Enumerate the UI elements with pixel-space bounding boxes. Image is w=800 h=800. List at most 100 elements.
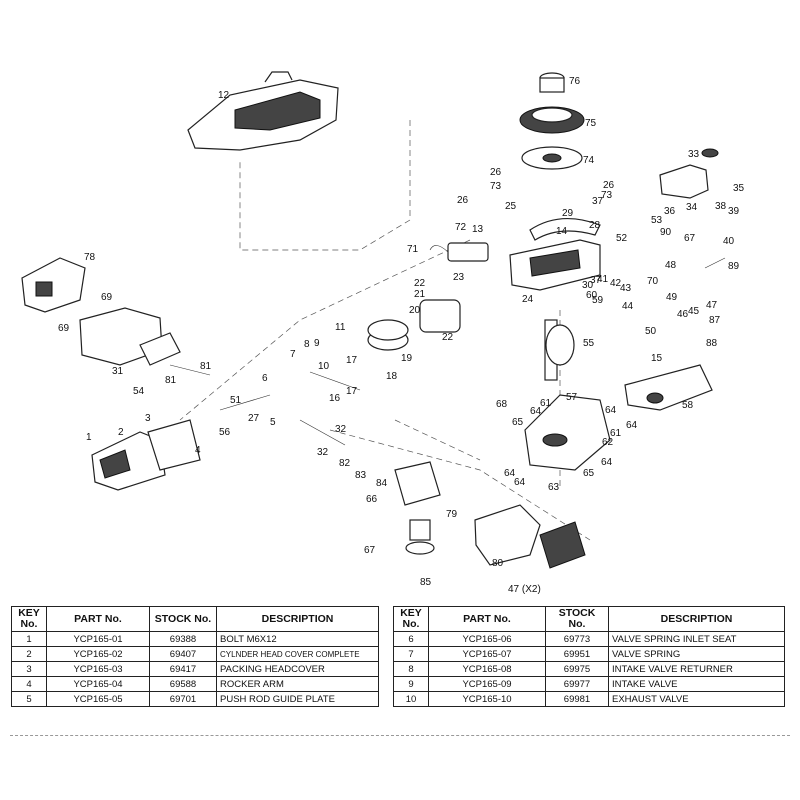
callout-21: 21: [414, 289, 426, 300]
cell-key: 3: [11, 661, 47, 677]
header-key: KEY No.: [11, 606, 47, 632]
callout-22b: 22: [442, 332, 454, 343]
callout-53: 53: [651, 215, 663, 226]
cell-stock: 69407: [149, 646, 217, 662]
callout-33: 33: [688, 149, 700, 160]
callout-26b: 26: [457, 195, 469, 206]
callout-47-x2: 47 (X2): [508, 584, 541, 595]
callout-12: 12: [218, 90, 230, 101]
callout-83: 83: [355, 470, 367, 481]
cell-stock: 69981: [545, 691, 609, 707]
cell-part: YCP165-06: [428, 631, 546, 647]
table-row: 5 YCP165-05 69701 PUSH ROD GUIDE PLATE: [11, 691, 379, 707]
page-divider: [10, 735, 790, 736]
callout-69: 69: [101, 292, 113, 303]
callout-17b: 17: [346, 386, 358, 397]
callout-18: 18: [386, 371, 398, 382]
callout-1: 1: [86, 432, 92, 443]
callout-70: 70: [647, 276, 659, 287]
callout-65: 65: [512, 417, 524, 428]
callout-19: 19: [401, 353, 413, 364]
callout-15: 15: [651, 353, 663, 364]
callout-26c: 26: [603, 180, 615, 191]
cell-part: YCP165-08: [428, 661, 546, 677]
cell-description: VALVE SPRING: [608, 646, 785, 662]
callout-29: 29: [562, 208, 574, 219]
callout-59: 59: [592, 295, 604, 306]
callout-87: 87: [709, 315, 721, 326]
callout-75: 75: [585, 118, 597, 129]
callout-32: 32: [317, 447, 329, 458]
callout-64b: 64: [605, 405, 617, 416]
cell-key: 8: [393, 661, 429, 677]
callout-42: 42: [610, 278, 622, 289]
callout-16: 16: [329, 393, 341, 404]
callout-40: 40: [723, 236, 735, 247]
table-row: 9 YCP165-09 69977 INTAKE VALVE: [393, 676, 785, 692]
parts-table-left: KEY No. PART No. STOCK No. DESCRIPTION 1…: [11, 606, 379, 707]
cell-stock: 69701: [149, 691, 217, 707]
callout-71: 71: [407, 244, 419, 255]
callout-28: 28: [589, 220, 601, 231]
recoil-starter-cover: [187, 71, 339, 151]
callout-26: 26: [490, 167, 502, 178]
header-stock: STOCK No.: [545, 606, 609, 632]
callout-48: 48: [665, 260, 677, 271]
cell-description: VALVE SPRING INLET SEAT: [608, 631, 785, 647]
callout-41: 41: [597, 274, 609, 285]
cell-description: PACKING HEADCOVER: [216, 661, 379, 677]
callout-80: 80: [492, 558, 504, 569]
table-row: 1 YCP165-01 69388 BOLT M6X12: [11, 631, 379, 647]
cell-description: BOLT M6X12: [216, 631, 379, 647]
cell-stock: 69951: [545, 646, 609, 662]
callout-9: 9: [314, 338, 320, 349]
callout-47: 47: [706, 300, 718, 311]
callout-66: 66: [366, 494, 378, 505]
callout-54: 54: [133, 386, 145, 397]
callout-73: 73: [490, 181, 502, 192]
cylinder-head-cover: [91, 419, 201, 491]
callout-7: 7: [290, 349, 296, 360]
cell-description: INTAKE VALVE RETURNER: [608, 661, 785, 677]
table-row: 10 YCP165-10 69981 EXHAUST VALVE: [393, 691, 785, 707]
cell-description: INTAKE VALVE: [608, 676, 785, 692]
muffler: [474, 504, 586, 569]
callout-74: 74: [583, 155, 595, 166]
callout-61b: 61: [610, 428, 622, 439]
callout-76: 76: [569, 76, 581, 87]
callout-25: 25: [505, 201, 517, 212]
header-part: PART No.: [46, 606, 150, 632]
callout-84: 84: [376, 478, 388, 489]
cell-description: EXHAUST VALVE: [608, 691, 785, 707]
callout-68: 68: [496, 399, 508, 410]
carburetor: [394, 461, 441, 555]
cell-stock: 69388: [149, 631, 217, 647]
callout-90: 90: [660, 227, 672, 238]
callout-3: 3: [145, 413, 151, 424]
callout-82: 82: [339, 458, 351, 469]
callout-64c: 64: [626, 420, 638, 431]
callout-79: 79: [446, 509, 458, 520]
callout-44: 44: [622, 301, 634, 312]
callout-89: 89: [728, 261, 740, 272]
callout-61: 61: [540, 398, 552, 409]
cell-key: 4: [11, 676, 47, 692]
callout-85: 85: [420, 577, 432, 588]
header-description: DESCRIPTION: [216, 606, 379, 632]
crankcase-cover: [524, 394, 611, 471]
callout-8: 8: [304, 339, 310, 350]
callout-32b: 32: [335, 424, 347, 435]
callout-36: 36: [664, 206, 676, 217]
piston-assembly: [367, 299, 461, 351]
fuel-tank: [659, 148, 719, 199]
callout-22: 22: [414, 278, 426, 289]
callout-78: 78: [84, 252, 96, 263]
cell-description: PUSH ROD GUIDE PLATE: [216, 691, 379, 707]
callout-67b: 67: [364, 545, 376, 556]
table-row: 8 YCP165-08 69975 INTAKE VALVE RETURNER: [393, 661, 785, 677]
cell-stock: 69588: [149, 676, 217, 692]
callout-65b: 65: [583, 468, 595, 479]
callout-72: 72: [455, 222, 467, 233]
cell-part: YCP165-03: [46, 661, 150, 677]
callout-57: 57: [566, 392, 578, 403]
